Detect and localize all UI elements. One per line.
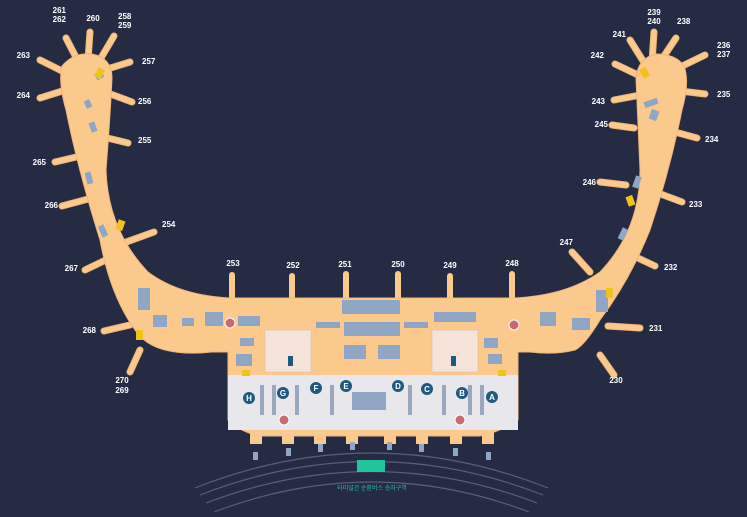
gate-label[interactable]: 247: [560, 238, 574, 247]
elevator-icon: [638, 66, 650, 79]
gate-label[interactable]: 246: [583, 178, 597, 187]
restroom-icon: [288, 356, 293, 366]
gate-label[interactable]: 243: [592, 97, 606, 106]
gate-label[interactable]: 260: [86, 14, 100, 23]
elevator-icon: [625, 194, 636, 207]
elevator-icon: [93, 67, 105, 80]
check-in-counters: [260, 385, 484, 415]
gate-label[interactable]: 233: [689, 200, 703, 209]
terminal-outline: [60, 53, 688, 437]
restroom-icon: [451, 356, 456, 366]
elevator-icon: [606, 288, 613, 298]
restroom-icons: [288, 356, 456, 366]
shops: [83, 70, 660, 410]
gate-label[interactable]: 256: [138, 97, 152, 106]
gate-label[interactable]: 259: [118, 21, 132, 30]
elevator-icon: [115, 219, 126, 232]
gate-label[interactable]: 257: [142, 57, 156, 66]
gate-label[interactable]: 267: [65, 264, 79, 273]
zone-badge-f[interactable]: F: [310, 382, 322, 394]
question-icon[interactable]: [454, 414, 466, 426]
zone-badge-d[interactable]: D: [392, 380, 404, 392]
exit-doors: [250, 430, 494, 460]
exit-door-icon: [387, 442, 392, 450]
gate-label[interactable]: 232: [664, 263, 678, 272]
zone-badge-b[interactable]: B: [456, 387, 468, 399]
gate-label[interactable]: 262: [53, 15, 67, 24]
gate-label[interactable]: 250: [391, 260, 405, 269]
gate-label[interactable]: 253: [226, 259, 240, 268]
gate-label[interactable]: 236: [717, 41, 731, 50]
gate-label[interactable]: 268: [83, 326, 97, 335]
gate-label[interactable]: 230: [609, 376, 623, 385]
bus-stop-label: 터미널간 순환버스 승차구역: [337, 484, 407, 492]
svg-text:C: C: [424, 385, 430, 394]
svg-text:E: E: [343, 382, 349, 391]
svg-text:A: A: [489, 393, 495, 402]
svg-text:B: B: [459, 389, 465, 398]
gate-label[interactable]: 258: [118, 12, 132, 21]
elevator-icons: [93, 66, 650, 376]
gate-label[interactable]: 251: [338, 260, 352, 269]
gate-label[interactable]: 231: [649, 324, 663, 333]
gate-label[interactable]: 266: [45, 201, 59, 210]
gate-label[interactable]: 235: [717, 90, 731, 99]
zone-badge-g[interactable]: G: [277, 387, 289, 399]
gate-label[interactable]: 239: [647, 8, 661, 17]
exit-door-icon: [453, 448, 458, 456]
question-icon[interactable]: [224, 317, 236, 329]
bus-stop-area[interactable]: [357, 460, 385, 472]
question-icon[interactable]: [278, 414, 290, 426]
svg-text:F: F: [314, 384, 319, 393]
gate-label[interactable]: 237: [717, 50, 731, 59]
exit-door-icon: [318, 444, 323, 452]
gate-label[interactable]: 263: [17, 51, 31, 60]
gate-labels-center: 253 252 251 250 249 248: [226, 259, 519, 270]
gate-label[interactable]: 241: [613, 30, 627, 39]
elevator-icon: [136, 330, 143, 340]
exit-door-icon: [350, 442, 355, 450]
elevator-icon: [498, 370, 506, 376]
gate-label[interactable]: 238: [677, 17, 691, 26]
question-icon[interactable]: [508, 319, 520, 331]
gate-label[interactable]: 242: [591, 51, 605, 60]
gate-label[interactable]: 265: [33, 158, 47, 167]
svg-text:G: G: [280, 389, 286, 398]
gate-label[interactable]: 264: [17, 91, 31, 100]
exit-door-icon: [486, 452, 491, 460]
exit-door-icon: [419, 444, 424, 452]
zone-badge-e[interactable]: E: [340, 380, 352, 392]
gate-label[interactable]: 270: [115, 376, 129, 385]
gate-label[interactable]: 254: [162, 220, 176, 229]
terminal-building: [36, 28, 709, 437]
gate-label[interactable]: 252: [286, 261, 300, 270]
exit-door-icon: [286, 448, 291, 456]
gate-label[interactable]: 245: [595, 120, 609, 129]
gate-label[interactable]: 269: [115, 386, 129, 395]
gate-label[interactable]: 240: [647, 17, 661, 26]
gate-label[interactable]: 234: [705, 135, 719, 144]
zone-badge-a[interactable]: A: [486, 391, 498, 403]
gate-label[interactable]: 249: [443, 261, 457, 270]
gate-label[interactable]: 261: [53, 6, 67, 15]
svg-text:H: H: [246, 394, 252, 403]
zone-badge-c[interactable]: C: [421, 383, 433, 395]
info-badges: [224, 317, 520, 426]
checkin-zone-badges: H G F E D C B A: [243, 380, 498, 404]
gate-label[interactable]: 248: [505, 259, 519, 268]
zone-badge-h[interactable]: H: [243, 392, 255, 404]
gate-labels-left: 261 262 260 258 259 257 263 264 256 255 …: [17, 6, 176, 395]
gate-label[interactable]: 255: [138, 136, 152, 145]
elevator-icon: [242, 370, 250, 376]
svg-text:D: D: [395, 382, 401, 391]
exit-door-icon: [253, 452, 258, 460]
gate-labels-right: 239 240 238 241 236 237 242 235 243 245 …: [560, 8, 731, 385]
